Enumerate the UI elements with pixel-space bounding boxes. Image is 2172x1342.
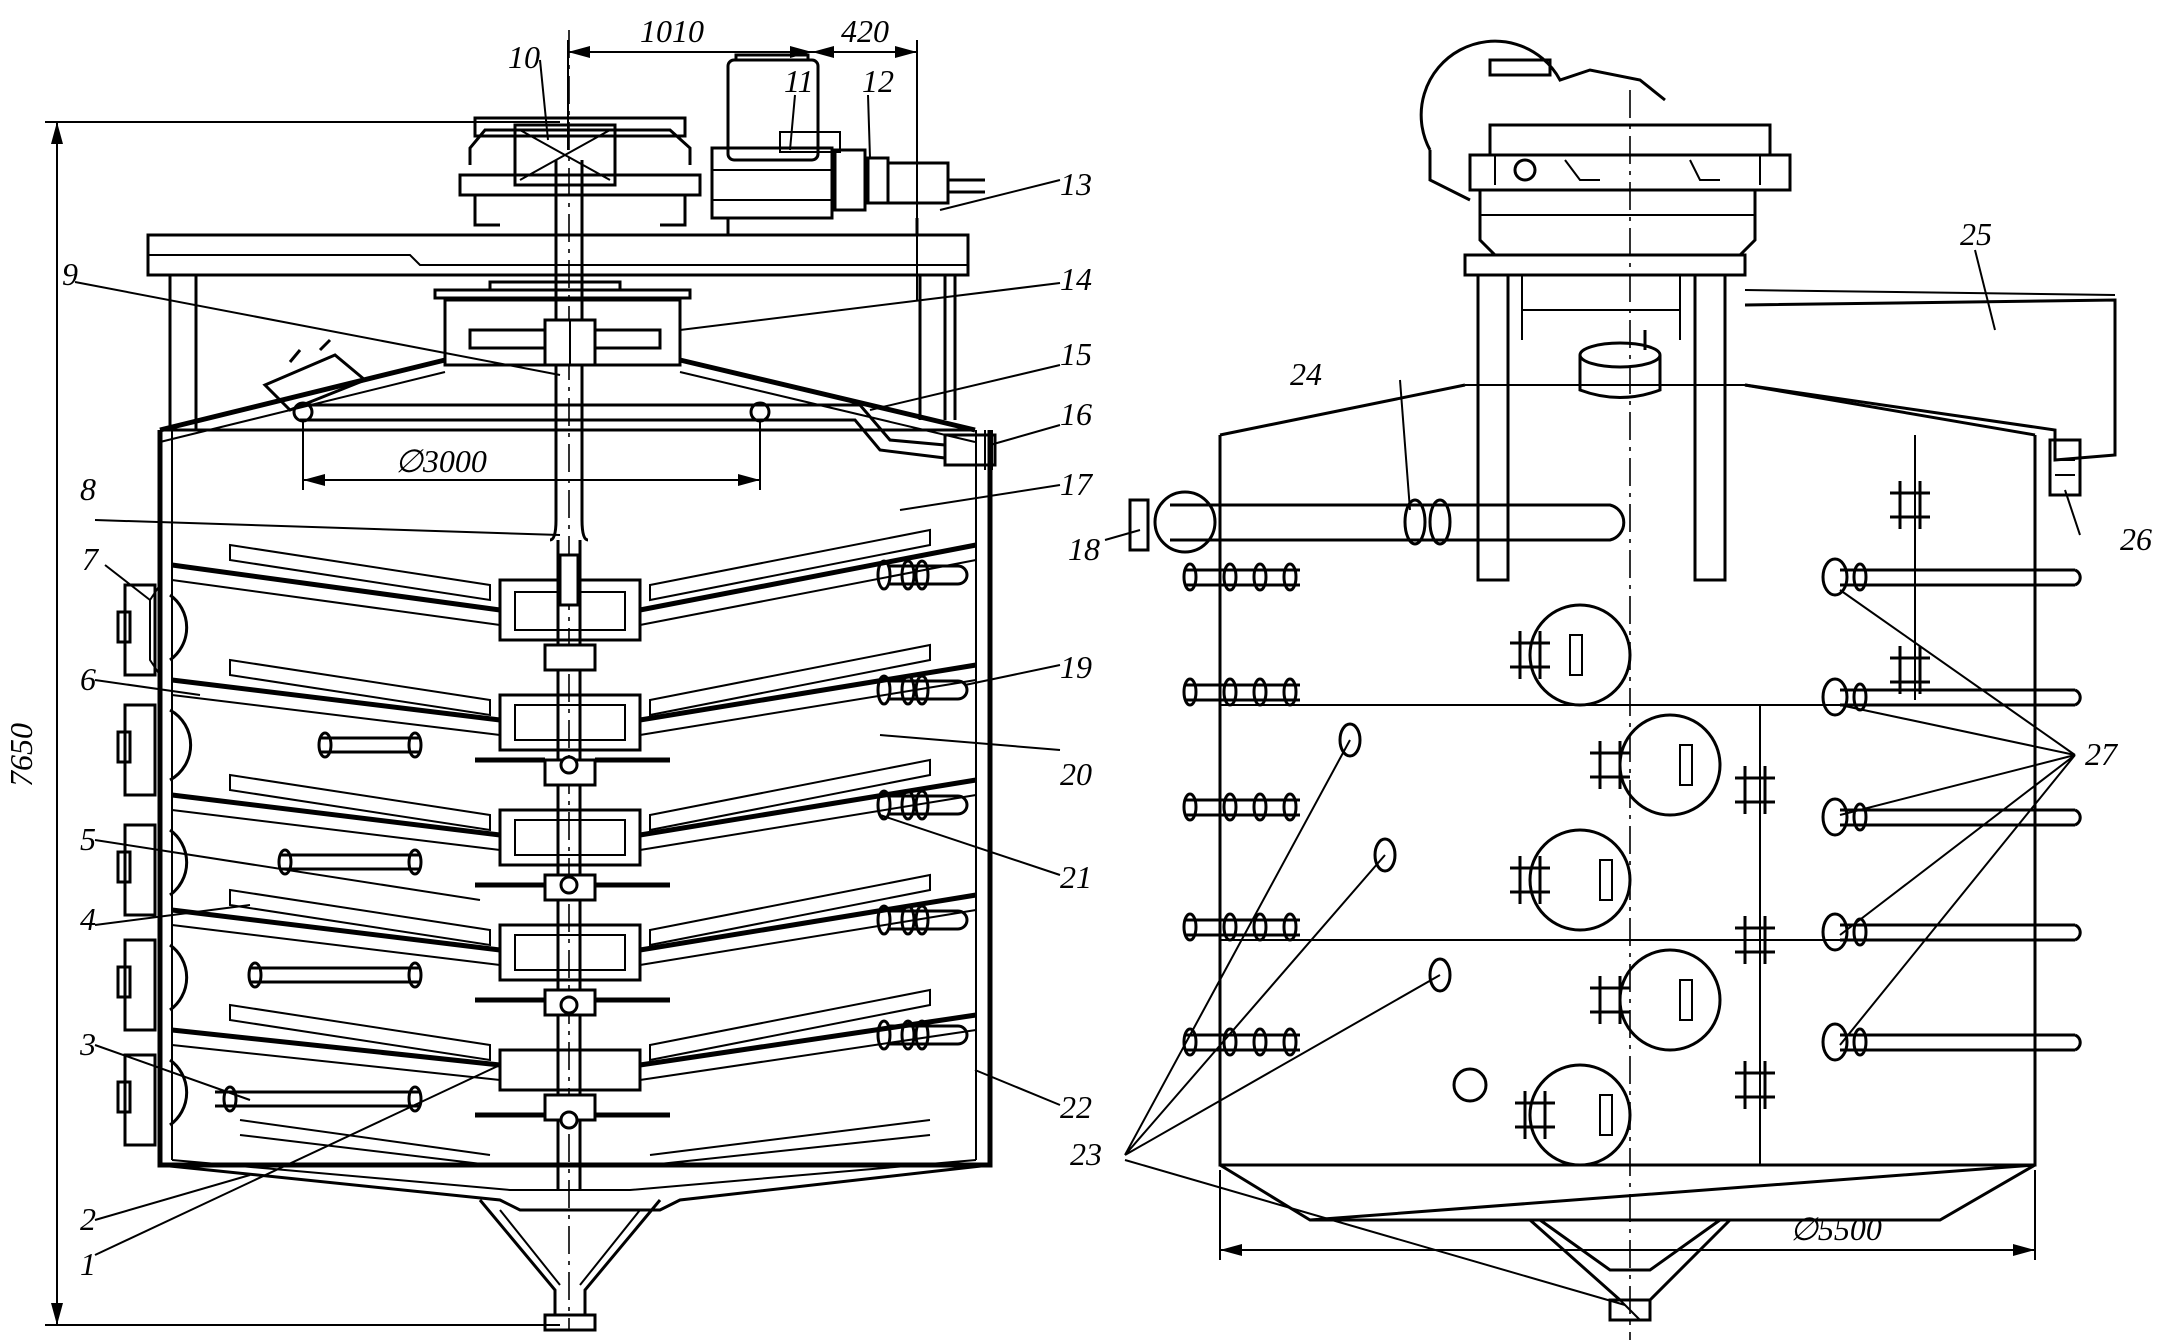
shelf-tier-4 [171, 873, 977, 982]
height-dimension-label: 7650 [3, 723, 39, 787]
discharge-chute [1744, 289, 2117, 497]
elevation-drive-head [1419, 39, 1792, 257]
section-view: 7650 1010 420 [3, 13, 997, 1332]
callout-1: 1 [80, 1246, 96, 1282]
callout-27: 27 [2085, 736, 2119, 772]
central-shaft [549, 30, 589, 1330]
callout-15: 15 [1060, 336, 1092, 372]
callout-23: 23 [1070, 1136, 1102, 1172]
leaders-left [74, 59, 2081, 1256]
callout-6: 6 [80, 661, 96, 697]
callout-25: 25 [1960, 216, 1992, 252]
offset-motor-label: 1010 [640, 13, 704, 49]
height-dimension [45, 121, 560, 1326]
dia-5500-label: ∅5500 [1790, 1211, 1882, 1247]
callout-21: 21 [1060, 859, 1092, 895]
shelf-tier-3 [171, 758, 977, 867]
elevation-joint-flanges [1733, 479, 1932, 1111]
elevation-bottom-cone [1219, 1163, 2036, 1322]
shelf-tier-2 [171, 643, 977, 752]
elevation-tank [1578, 330, 1662, 399]
callout-10: 10 [508, 39, 540, 75]
callout-17: 17 [1060, 466, 1094, 502]
leaders-27 [1839, 589, 2076, 1046]
callout-4: 4 [80, 901, 96, 937]
callout-2: 2 [80, 1201, 96, 1237]
drive-gearbox [458, 116, 702, 227]
callout-11: 11 [784, 63, 814, 99]
offset-drive-label: 420 [841, 13, 889, 49]
elevation-view: ∅5500 [1124, 39, 2117, 1340]
callout-16: 16 [1060, 396, 1092, 432]
bottom-cone [478, 1199, 662, 1332]
left-inspection-domes [116, 583, 193, 1147]
top-platform [146, 218, 970, 430]
callout-12: 12 [862, 63, 894, 99]
callouts: 1 2 3 4 5 6 7 8 9 10 11 12 13 14 15 16 1… [62, 39, 2152, 1282]
callout-22: 22 [1060, 1089, 1092, 1125]
heating-pipes [215, 731, 423, 1113]
top-dimensions [567, 40, 918, 300]
coupling [779, 131, 985, 212]
motor [710, 53, 834, 220]
elevation-manholes [1508, 603, 1722, 1167]
callout-3: 3 [79, 1026, 96, 1062]
roof-hatch [262, 338, 368, 412]
callout-20: 20 [1060, 756, 1092, 792]
callout-19: 19 [1060, 649, 1092, 685]
callout-5: 5 [80, 821, 96, 857]
dia-3000-label: ∅3000 [395, 443, 487, 479]
dia-3000-dimension [302, 420, 761, 490]
steam-inlet-pipe [1128, 490, 1626, 554]
shelf-tier-5 [171, 988, 977, 1166]
callout-9: 9 [62, 256, 78, 292]
dia-5500-dimension [1219, 1170, 2036, 1260]
elevation-left-nozzles [1182, 562, 1300, 1057]
shaft-coupling-housing [433, 280, 692, 367]
right-nozzles-left-view [876, 559, 969, 1051]
callout-13: 13 [1060, 166, 1092, 202]
elevation-sight-glasses [1338, 722, 1488, 1103]
elevation-right-nozzles [1821, 557, 2082, 1062]
rake-hubs [475, 643, 670, 1130]
leaders-23 [1124, 739, 1626, 1306]
callout-8: 8 [80, 471, 96, 507]
callout-14: 14 [1060, 261, 1092, 297]
conical-roof [159, 338, 976, 443]
callout-18: 18 [1068, 531, 1100, 567]
elevation-support-frame [1463, 253, 1747, 582]
elevation-vessel [1218, 383, 2037, 1167]
callout-26: 26 [2120, 521, 2152, 557]
callout-7: 7 [82, 541, 100, 577]
shelf-tier-1 [171, 528, 977, 642]
callout-24: 24 [1290, 356, 1322, 392]
